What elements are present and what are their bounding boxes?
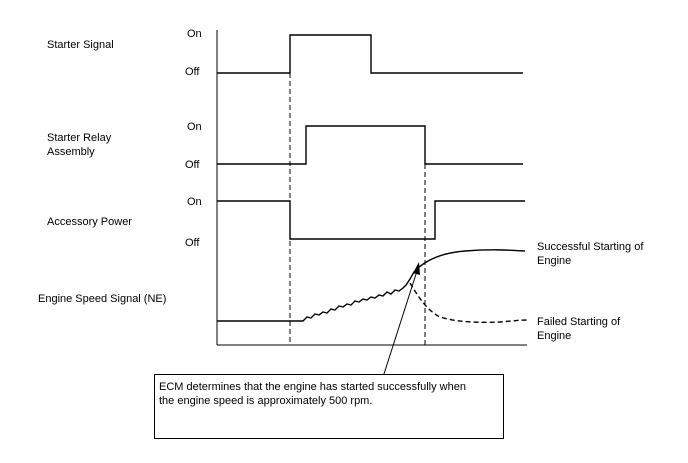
callout-arrow-head — [413, 262, 420, 275]
accessory-power-on-label: On — [187, 196, 202, 208]
starter-relay-label-line1: Starter Relay — [47, 132, 112, 144]
annotation-note-box: ECM determines that the engine has start… — [154, 374, 504, 439]
failure-label-line2: Engine — [537, 330, 571, 342]
starter-relay-waveform — [217, 125, 523, 165]
success-label-line1: Successful Starting of — [537, 241, 644, 253]
annotation-note-line2: the engine speed is approximately 500 rp… — [159, 395, 373, 407]
starter-relay-label-line2: Assembly — [47, 146, 95, 158]
starter-relay-on-label: On — [187, 121, 202, 133]
starter-signal-label: Starter Signal — [47, 39, 114, 51]
engine-speed-failure-curve — [409, 282, 528, 324]
starter-relay-off-label: Off — [185, 159, 200, 171]
accessory-power-waveform — [217, 200, 525, 240]
success-label-line2: Engine — [537, 255, 571, 267]
starter-signal-on-label: On — [187, 28, 202, 40]
starter-signal-off-label: Off — [185, 66, 200, 78]
engine-speed-label: Engine Speed Signal (NE) — [38, 293, 166, 305]
engine-speed-success-curve — [217, 249, 526, 322]
failure-label-line1: Failed Starting of — [537, 316, 621, 328]
accessory-power-off-label: Off — [185, 237, 200, 249]
starter-signal-waveform — [217, 34, 523, 74]
accessory-power-label: Accessory Power — [47, 216, 132, 228]
callout-arrow-line — [382, 270, 418, 378]
annotation-note-line1: ECM determines that the engine has start… — [159, 381, 466, 393]
